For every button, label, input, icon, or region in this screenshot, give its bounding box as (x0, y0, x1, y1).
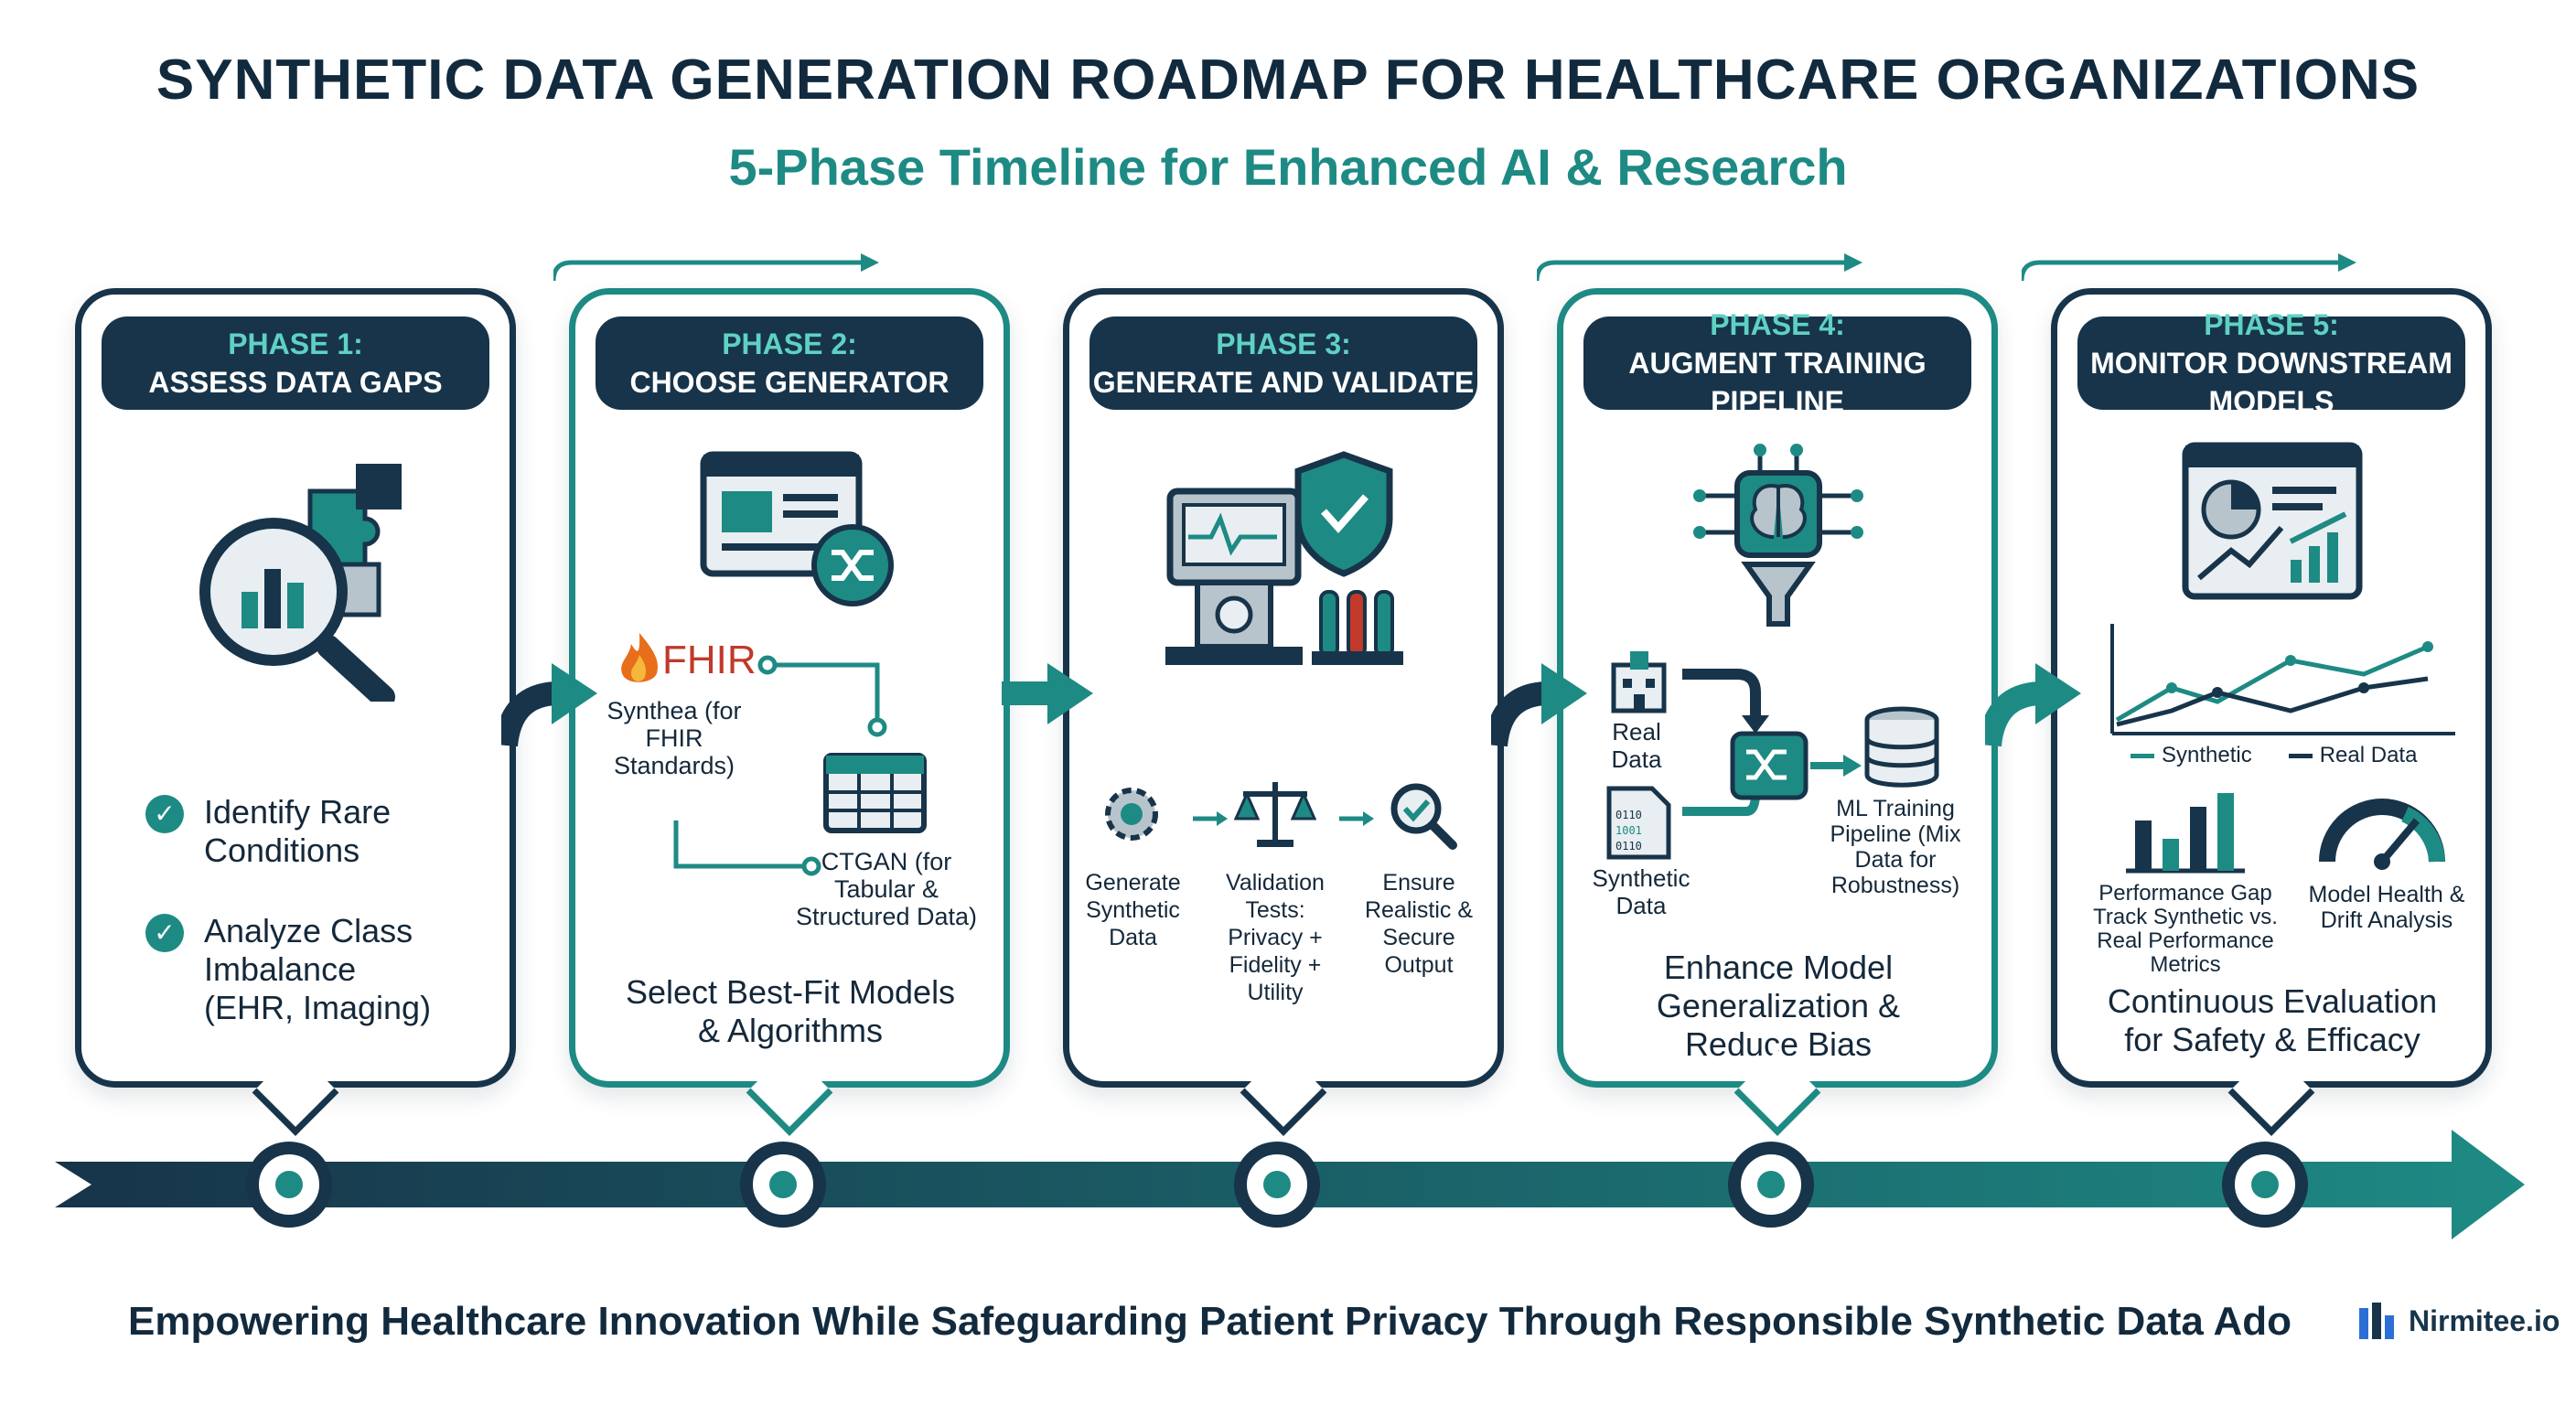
phase-4-header: PHASE 4: AUGMENT TRAINING PIPELINE (1583, 308, 1971, 418)
step-arrow-icon (1339, 811, 1374, 826)
phase-2-summary: Select Best-Fit Models & Algorithms (625, 973, 956, 1049)
page-title: SYNTHETIC DATA GENERATION ROADMAP FOR HE… (156, 48, 2420, 112)
fhir-logo: FHIR (662, 638, 757, 682)
phase-arrow-icon (501, 663, 597, 747)
phase-1-card: PHASE 1: ASSESS DATA GAPS ✓ Identify Rar… (75, 288, 516, 1136)
flame-icon (621, 633, 659, 682)
legend-swatch-synthetic (2131, 753, 2154, 758)
item-text: Analyze Class Imbalance (EHR, Imaging) (204, 912, 432, 1026)
gear-icon (1105, 788, 1158, 841)
check-item: ✓ Identify Rare Conditions (145, 793, 414, 870)
phase-2-label: PHASE 2: (722, 327, 857, 360)
database-icon (1864, 706, 1939, 788)
brand: Nirmitee.io (2356, 1299, 2560, 1343)
phase-1-label: PHASE 1: (228, 327, 363, 360)
legend-real: Real Data (2319, 743, 2418, 767)
nirmitee-logo-icon (2359, 1303, 2394, 1339)
table-grid-icon (823, 753, 927, 833)
phase-4-card: PHASE 4: AUGMENT TRAINING PIPELINE Real … (1557, 288, 1998, 1136)
performance-gap-label: Performance Gap Track Synthetic vs. Real… (2093, 881, 2278, 977)
phase-4-name: AUGMENT TRAINING PIPELINE (1628, 347, 1927, 418)
item-text: Identify Rare Conditions (204, 793, 392, 869)
merge-flow-icon (1682, 669, 1862, 816)
phase-1-name: ASSESS DATA GAPS (148, 366, 443, 399)
ctgan-label: CTGAN (for Tabular & Structured Data) (795, 848, 978, 930)
lab-machine-shield-icon (1165, 451, 1403, 665)
svg-text:0110: 0110 (1615, 809, 1642, 821)
check-icon: ✓ (145, 914, 184, 952)
real-data-label: Real Data (1611, 718, 1662, 773)
step-validation: Validation Tests: Privacy + Fidelity + U… (1226, 870, 1325, 1005)
page-subtitle: 5-Phase Timeline for Enhanced AI & Resea… (728, 138, 1848, 196)
brain-circuit-funnel-icon (1693, 444, 1863, 627)
phase-arrow-icon (1985, 663, 2081, 747)
connector-lines (673, 655, 887, 876)
phase-2-name: CHOOSE GENERATOR (629, 366, 950, 399)
phase-3-header: PHASE 3: GENERATE AND VALIDATE (1089, 316, 1477, 410)
phase-5-label: PHASE 5: (2204, 308, 2339, 341)
legend-synthetic: Synthetic (2162, 743, 2252, 767)
scale-icon (1234, 782, 1316, 847)
phase-2-header: PHASE 2: CHOOSE GENERATOR (596, 316, 983, 410)
deco-arrow-icon (2022, 253, 2356, 282)
dashboard-chart-icon (2182, 442, 2363, 600)
step-generate: Generate Synthetic Data (1085, 870, 1181, 950)
legend-swatch-real (2288, 753, 2313, 758)
ml-pipeline-label: ML Training Pipeline (Mix Data for Robus… (1830, 796, 1961, 898)
phase-3-label: PHASE 3: (1216, 327, 1351, 360)
footer-tagline: Empowering Healthcare Innovation While S… (128, 1299, 2292, 1344)
step-arrow-icon (1193, 811, 1228, 826)
phase-2-card: PHASE 2: CHOOSE GENERATOR FHIR Synthea (… (569, 288, 1010, 1136)
chart-legend: Synthetic Real Data (2131, 743, 2417, 768)
phase-arrow-icon (1002, 663, 1093, 724)
deco-arrow-icon (553, 253, 879, 282)
timeline-bar (55, 1130, 2525, 1239)
step-ensure: Ensure Realistic & Secure Output (1364, 870, 1474, 978)
bar-chart-icon (2126, 793, 2245, 874)
phase-4-summary: Enhance Model Generalization & Reduce Bi… (1656, 949, 1901, 1063)
phase-5-card: PHASE 5: MONITOR DOWNSTREAM MODELS Synth… (2051, 288, 2492, 1136)
line-chart-icon (2110, 624, 2455, 735)
hospital-icon (1611, 651, 1667, 713)
magnifier-chart-puzzle-icon (199, 464, 402, 702)
binary-doc-icon: 0110 1001 0110 (1606, 786, 1671, 860)
svg-text:1001: 1001 (1615, 824, 1642, 837)
synthetic-data-label: Synthetic Data (1592, 864, 1690, 919)
search-check-icon (1390, 783, 1457, 850)
model-health-label: Model Health & Drift Analysis (2308, 882, 2465, 933)
phase-3-name: GENERATE AND VALIDATE (1092, 366, 1475, 399)
phase-5-name: MONITOR DOWNSTREAM MODELS (2090, 347, 2453, 418)
phase-5-summary: Continuous Evaluation for Safety & Effic… (2107, 982, 2438, 1058)
check-icon: ✓ (145, 795, 184, 833)
brand-name: Nirmitee.io (2409, 1303, 2560, 1337)
phase-arrow-icon (1491, 663, 1587, 747)
svg-text:0110: 0110 (1615, 840, 1642, 853)
gauge-icon (2319, 799, 2445, 870)
synthea-label: Synthea (for FHIR Standards) (606, 697, 742, 779)
phase-3-card: PHASE 3: GENERATE AND VALIDATE Generate … (1063, 288, 1504, 1136)
phase-4-label: PHASE 4: (1710, 308, 1845, 341)
browser-shuffle-icon (700, 451, 894, 606)
phase-5-header: PHASE 5: MONITOR DOWNSTREAM MODELS (2077, 308, 2465, 418)
phase-1-header: PHASE 1: ASSESS DATA GAPS (102, 316, 489, 410)
deco-arrow-icon (1537, 253, 1862, 282)
check-item: ✓ Analyze Class Imbalance (EHR, Imaging) (145, 912, 442, 1027)
